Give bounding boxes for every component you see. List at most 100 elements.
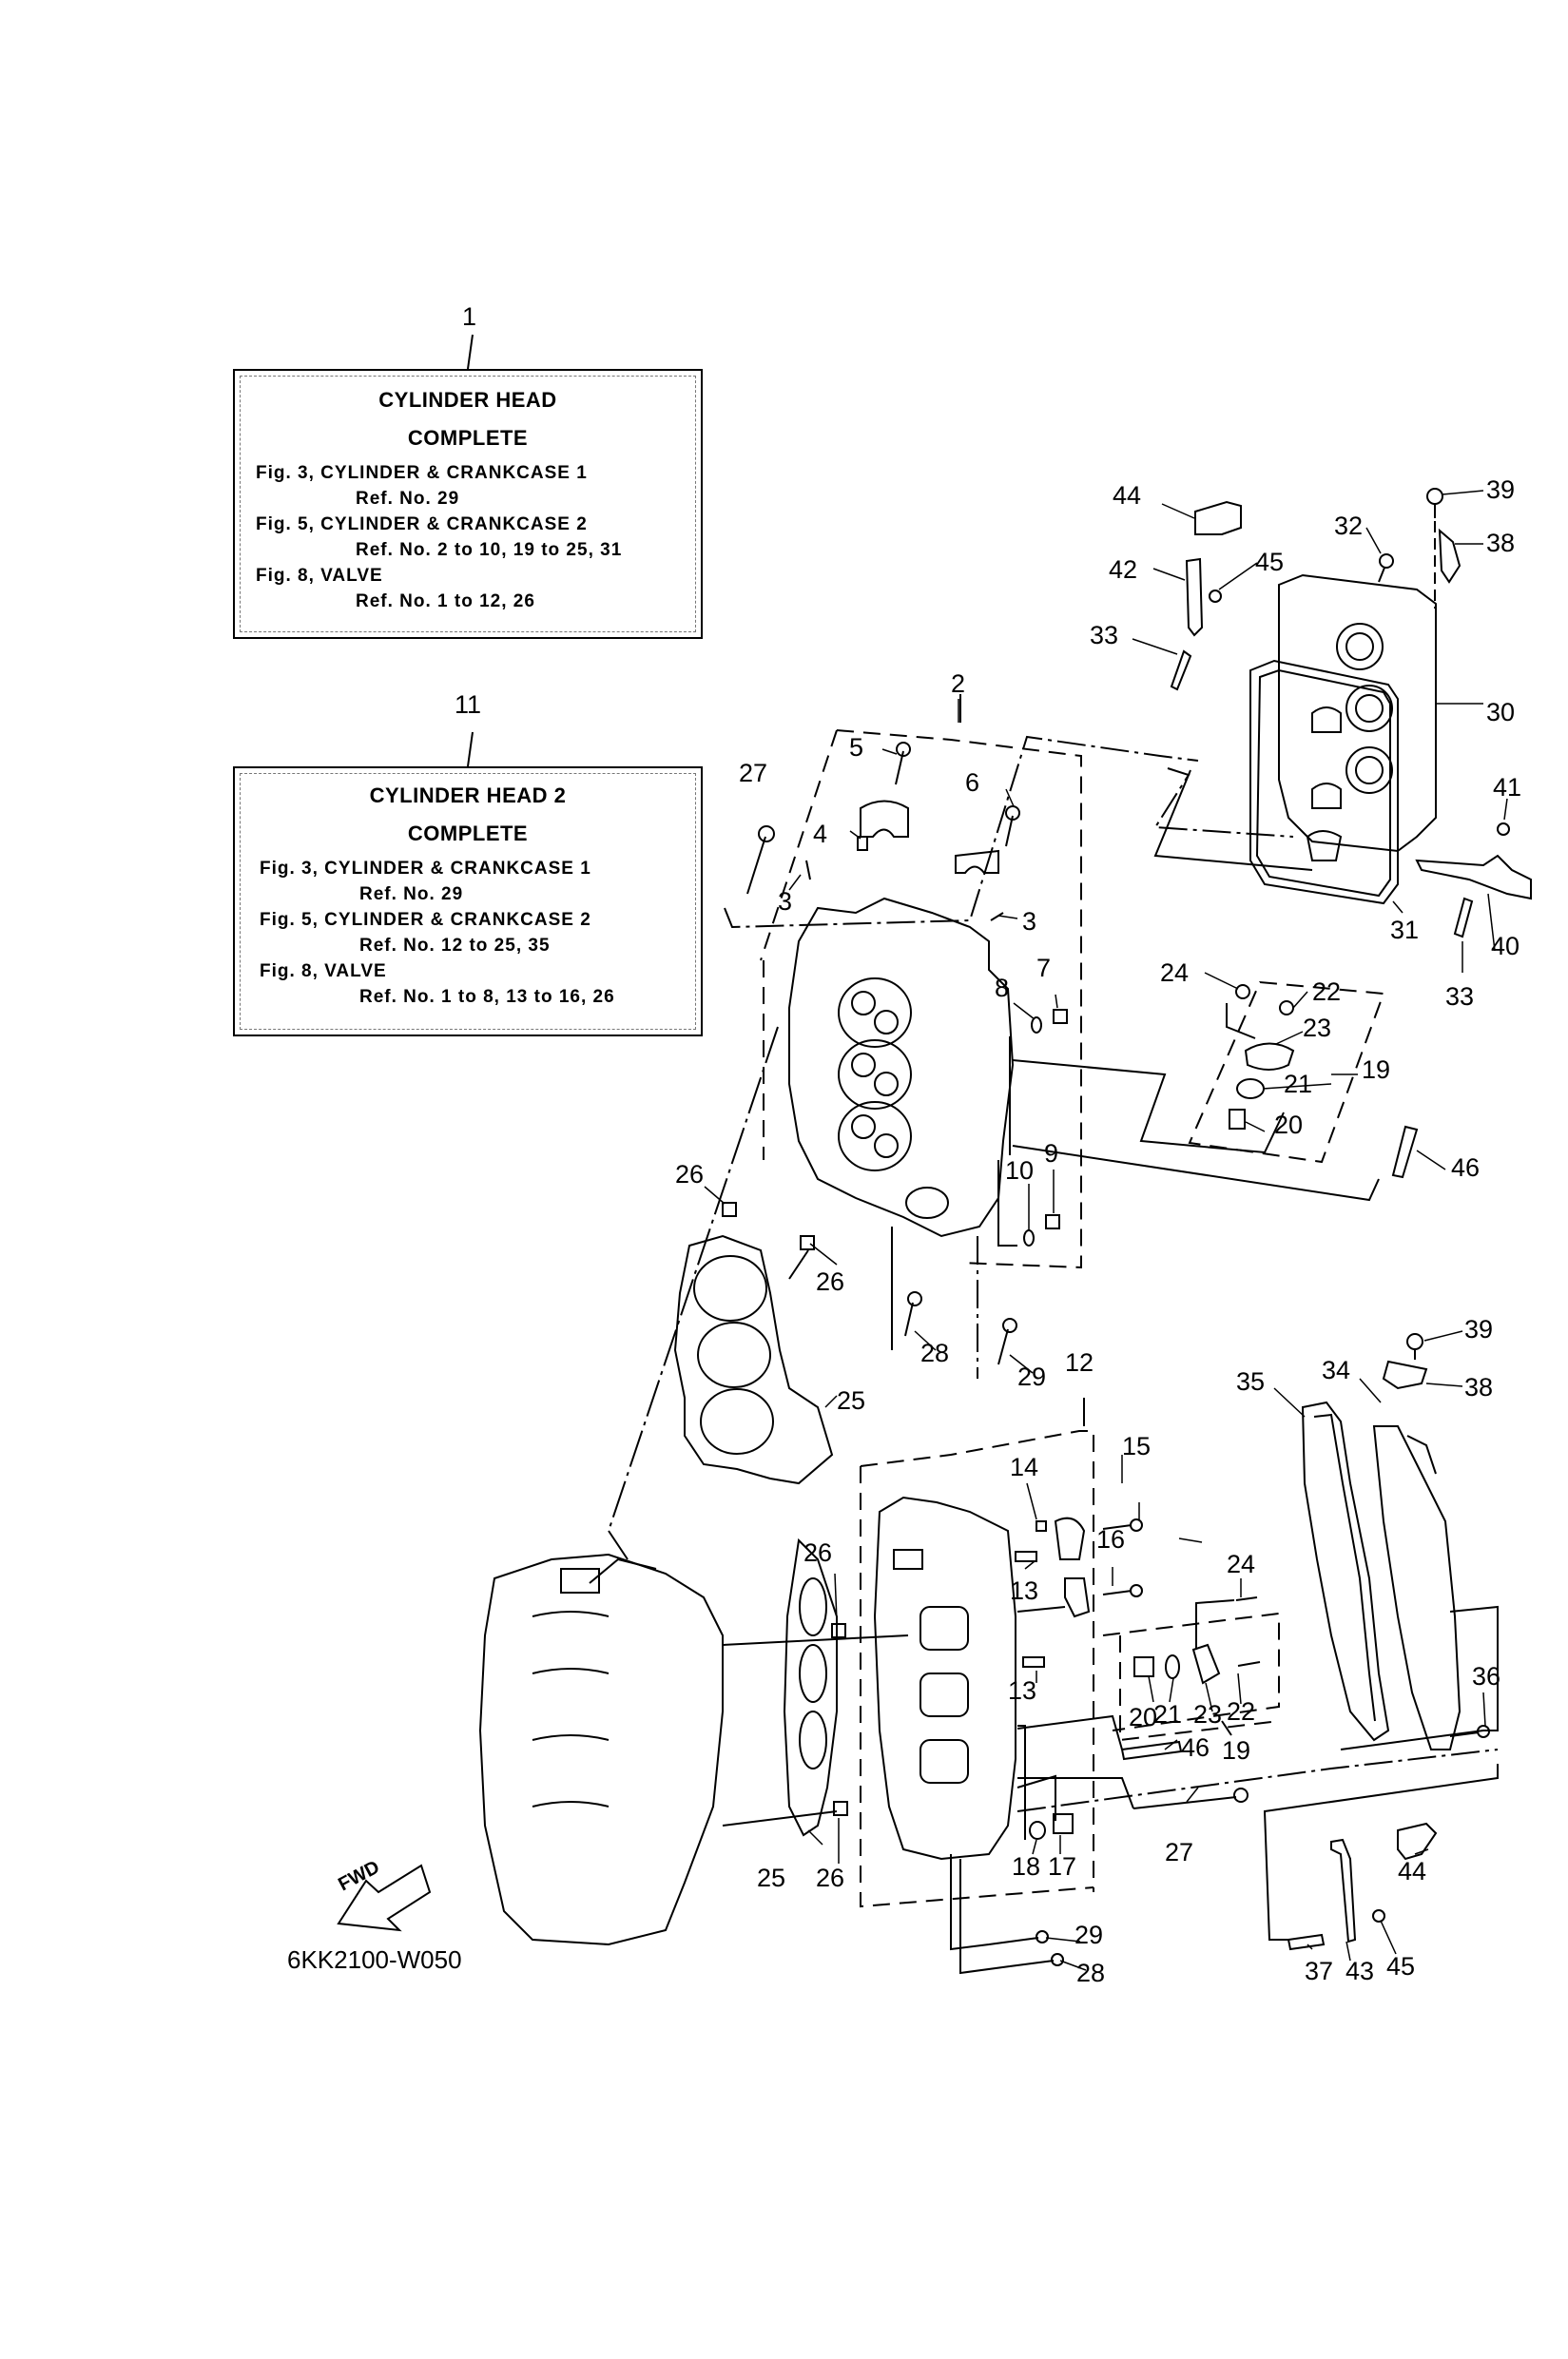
callout-1: 1 bbox=[462, 302, 477, 331]
callout-21: 21 bbox=[1284, 1070, 1313, 1098]
leader-line bbox=[467, 334, 474, 370]
spark-plug-cap-33b bbox=[1453, 897, 1474, 938]
spark-plug-46b bbox=[1120, 1740, 1183, 1761]
callout-27: 27 bbox=[1165, 1838, 1194, 1866]
callout-36: 36 bbox=[1472, 1662, 1501, 1691]
bolt-39b bbox=[1406, 1333, 1423, 1350]
callout-26: 26 bbox=[816, 1864, 845, 1892]
fitting-20 bbox=[1229, 1109, 1246, 1130]
info-fig-line: Fig. 5, CYLINDER & CRANKCASE 2 bbox=[256, 514, 588, 534]
info-fig-line: Fig. 5, CYLINDER & CRANKCASE 2 bbox=[260, 910, 591, 930]
bolt-28-upper bbox=[904, 1302, 914, 1337]
callout-13: 13 bbox=[1008, 1676, 1037, 1705]
assembly-line bbox=[724, 735, 1199, 929]
info-box-cylinder-head: CYLINDER HEAD COMPLETE Fig. 3, CYLINDER … bbox=[233, 369, 703, 639]
bolt-22b bbox=[1237, 1661, 1261, 1667]
bolt-22a bbox=[1279, 1000, 1294, 1015]
callout-10: 10 bbox=[1005, 1156, 1035, 1185]
callout-7: 7 bbox=[1036, 954, 1052, 982]
ignition-coil-cap-44 bbox=[1194, 500, 1242, 535]
callout-4: 4 bbox=[813, 820, 828, 848]
dowel-4 bbox=[857, 836, 868, 851]
plug-17 bbox=[1053, 1813, 1074, 1834]
head-gasket-25-lower bbox=[783, 1537, 838, 1837]
info-ref-line: Ref. No. 29 bbox=[356, 489, 460, 509]
info-box-title: CYLINDER HEAD 2 bbox=[369, 783, 567, 807]
callout-23: 23 bbox=[1193, 1700, 1223, 1729]
pin-13b bbox=[1022, 1656, 1045, 1668]
nut-45b bbox=[1372, 1909, 1385, 1923]
info-fig-line: Fig. 8, VALVE bbox=[260, 961, 387, 981]
gasket-35 bbox=[1301, 1401, 1390, 1742]
info-ref-line: Ref. No. 1 to 12, 26 bbox=[356, 591, 535, 611]
bolt-6 bbox=[1005, 815, 1014, 847]
callout-8: 8 bbox=[995, 974, 1010, 1002]
callout-28: 28 bbox=[1076, 1959, 1106, 1987]
bracket-38b bbox=[1382, 1360, 1428, 1390]
assembly-line bbox=[1012, 1059, 1285, 1154]
bracket-43 bbox=[1330, 1838, 1357, 1943]
bolt-39a bbox=[1426, 488, 1443, 505]
o-ring-21b bbox=[1165, 1654, 1180, 1679]
figure-code: 6KK2100-W050 bbox=[287, 1945, 462, 1974]
callout-39: 39 bbox=[1486, 475, 1516, 504]
info-ref-line: Ref. No. 2 to 10, 19 to 25, 31 bbox=[356, 540, 623, 560]
callout-5: 5 bbox=[849, 733, 864, 762]
info-ref-line: Ref. No. 1 to 8, 13 to 16, 26 bbox=[359, 987, 615, 1007]
nut-45 bbox=[1209, 590, 1222, 603]
info-box-title: CYLINDER HEAD bbox=[378, 388, 557, 412]
assembly-line bbox=[1012, 1145, 1380, 1202]
callout-26: 26 bbox=[816, 1267, 845, 1296]
callout-19: 19 bbox=[1362, 1055, 1391, 1084]
camshaft-cap-14 bbox=[1054, 1517, 1086, 1560]
callout-32: 32 bbox=[1334, 512, 1364, 540]
info-box-cylinder-head-2: CYLINDER HEAD 2 COMPLETE Fig. 3, CYLINDE… bbox=[233, 766, 703, 1036]
head-gasket-25-upper bbox=[608, 1026, 834, 1532]
plug-7 bbox=[1053, 1009, 1068, 1024]
callout-45: 45 bbox=[1386, 1952, 1416, 1981]
dowel-14 bbox=[1036, 1520, 1047, 1532]
callout-39: 39 bbox=[1464, 1315, 1494, 1344]
callout-20: 20 bbox=[1274, 1111, 1304, 1139]
callout-21: 21 bbox=[1153, 1700, 1183, 1729]
washer-8 bbox=[1031, 1016, 1042, 1034]
nut-41 bbox=[1497, 822, 1510, 836]
dowel-26b bbox=[800, 1235, 815, 1250]
callout-46: 46 bbox=[1181, 1733, 1210, 1762]
info-box-subtitle: COMPLETE bbox=[407, 822, 529, 845]
callout-34: 34 bbox=[1322, 1356, 1351, 1384]
info-box-subtitle: COMPLETE bbox=[407, 426, 529, 450]
fitting-20b bbox=[1133, 1656, 1154, 1677]
callout-30: 30 bbox=[1486, 698, 1516, 726]
callout-3: 3 bbox=[1022, 907, 1037, 936]
callout-3: 3 bbox=[778, 887, 793, 916]
spark-plug-46a bbox=[1391, 1125, 1419, 1179]
dowel-26c bbox=[831, 1623, 846, 1638]
info-fig-line: Fig. 8, VALVE bbox=[256, 566, 383, 586]
sensor-23 bbox=[1244, 1042, 1295, 1071]
bolt-27-lower bbox=[1132, 1796, 1237, 1809]
washer-18 bbox=[1029, 1821, 1046, 1840]
camshaft-cap-16 bbox=[1064, 1577, 1091, 1618]
callout-17: 17 bbox=[1048, 1852, 1077, 1881]
bolt-24a bbox=[1235, 984, 1250, 999]
callout-2: 2 bbox=[951, 669, 966, 698]
dashed-group-box-2 bbox=[836, 729, 1082, 1269]
info-fig-line: Fig. 3, CYLINDER & CRANKCASE 1 bbox=[260, 859, 591, 879]
callout-41: 41 bbox=[1493, 773, 1522, 802]
callout-37: 37 bbox=[1305, 1957, 1334, 1985]
pin-13a bbox=[1015, 1551, 1037, 1562]
callout-24: 24 bbox=[1160, 958, 1190, 987]
cylinder-head-cover-1 bbox=[1249, 573, 1437, 905]
bolt-24b bbox=[1235, 1596, 1258, 1601]
cylinder-head-2-body bbox=[873, 1496, 1016, 1861]
ignition-coil-cap-44b bbox=[1397, 1822, 1438, 1861]
info-ref-line: Ref. No. 12 to 25, 35 bbox=[359, 936, 551, 956]
callout-12: 12 bbox=[1065, 1348, 1094, 1377]
o-ring-21 bbox=[1236, 1078, 1265, 1099]
callout-38: 38 bbox=[1486, 529, 1516, 557]
callout-16: 16 bbox=[1096, 1525, 1126, 1554]
spark-plug-cap-33a bbox=[1170, 649, 1192, 691]
info-ref-line: Ref. No. 29 bbox=[359, 884, 464, 904]
callout-9: 9 bbox=[1044, 1139, 1059, 1168]
